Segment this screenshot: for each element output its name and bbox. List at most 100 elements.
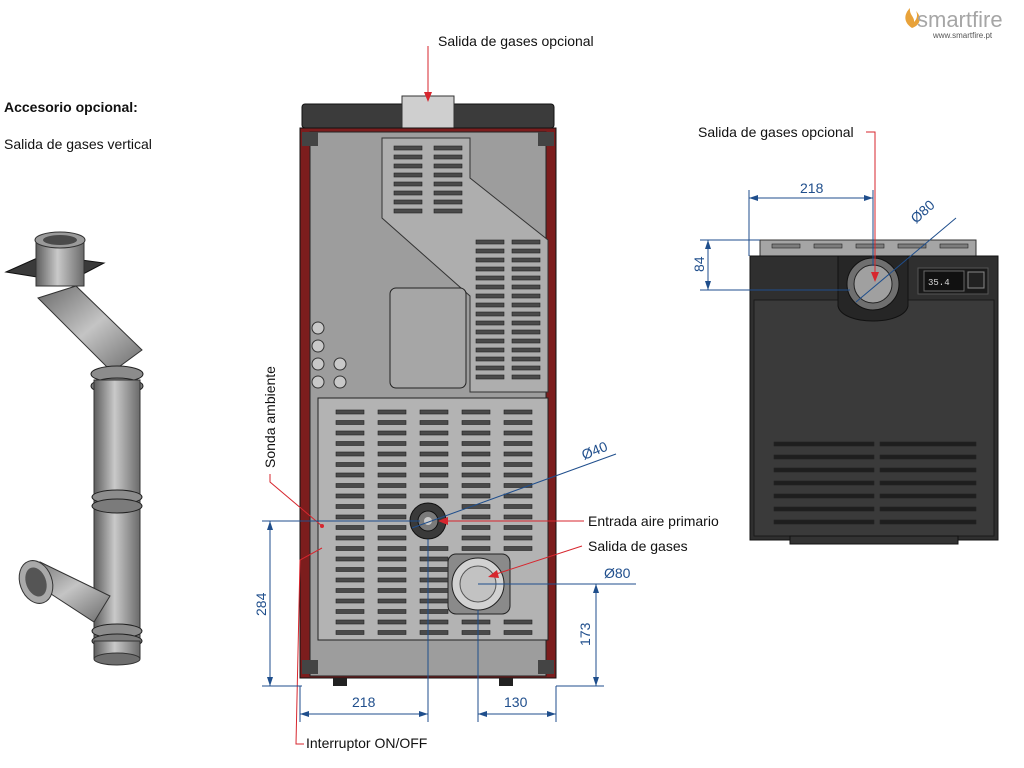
vent-slot bbox=[503, 619, 533, 625]
vent-slot bbox=[419, 430, 449, 436]
vent-slot bbox=[335, 630, 365, 635]
vent-slot bbox=[377, 556, 407, 562]
vent-slots bbox=[335, 145, 541, 635]
vent-slot bbox=[461, 514, 491, 520]
vent-slot bbox=[335, 525, 365, 530]
vent-slot bbox=[511, 239, 541, 245]
vent-slot bbox=[377, 441, 407, 446]
label-optional-outlet: Salida de gases opcional bbox=[698, 124, 854, 140]
vent-slot bbox=[433, 199, 463, 205]
vent-slot bbox=[419, 472, 449, 478]
vent-slot bbox=[419, 420, 449, 425]
vent-slot bbox=[377, 409, 407, 415]
vent-slot bbox=[377, 514, 407, 520]
vent-slot bbox=[503, 514, 533, 520]
vent-slot bbox=[813, 243, 843, 249]
vent-slot bbox=[393, 154, 423, 160]
vent-slot bbox=[377, 619, 407, 625]
vent-slot bbox=[879, 441, 977, 447]
vent-slot bbox=[377, 493, 407, 499]
vent-slot bbox=[511, 329, 541, 335]
vent-slot bbox=[377, 451, 407, 457]
vent-slot bbox=[335, 514, 365, 520]
dim-air-diameter: Ø40 bbox=[579, 438, 610, 463]
vent-slot bbox=[335, 451, 365, 457]
dim-top-width: 218 bbox=[800, 180, 824, 196]
vent-slot bbox=[433, 172, 463, 178]
vent-slot bbox=[511, 302, 541, 308]
accessory-heading: Accesorio opcional: bbox=[4, 99, 138, 115]
vent-slot bbox=[335, 588, 365, 593]
vent-slot bbox=[335, 493, 365, 499]
vent-slot bbox=[335, 535, 365, 541]
vent-slot bbox=[335, 483, 365, 488]
vent-slot bbox=[335, 462, 365, 467]
vent-slot bbox=[433, 181, 463, 187]
vent-slot bbox=[335, 609, 365, 614]
vent-slot bbox=[377, 535, 407, 541]
vent-slot bbox=[503, 462, 533, 467]
vent-slot bbox=[419, 546, 449, 551]
vent-slot bbox=[377, 577, 407, 583]
vent-slot bbox=[377, 420, 407, 425]
vent-slot bbox=[461, 472, 491, 478]
vent-slot bbox=[879, 493, 977, 499]
vent-slot bbox=[855, 243, 885, 249]
vent-slot bbox=[475, 320, 505, 326]
vent-slot bbox=[897, 243, 927, 249]
vent-slot bbox=[433, 154, 463, 160]
vent-slot bbox=[475, 257, 505, 263]
vent-slot bbox=[461, 546, 491, 551]
vent-slot bbox=[773, 467, 875, 473]
vent-slot bbox=[461, 525, 491, 530]
dim-height-air: 284 bbox=[253, 592, 269, 616]
dim-height-outlet: 173 bbox=[577, 622, 593, 646]
dim-top-depth: 84 bbox=[691, 256, 707, 272]
vent-slot bbox=[419, 409, 449, 415]
vent-slot bbox=[335, 556, 365, 562]
vent-slot bbox=[879, 467, 977, 473]
vent-slot bbox=[377, 525, 407, 530]
vent-slot bbox=[879, 519, 977, 525]
vent-slot bbox=[335, 567, 365, 572]
vent-slot bbox=[475, 311, 505, 317]
vent-slot bbox=[511, 347, 541, 353]
vent-slot bbox=[433, 208, 463, 214]
label-gas-outlet: Salida de gases bbox=[588, 538, 688, 554]
vent-slot bbox=[377, 588, 407, 593]
vent-slot bbox=[335, 441, 365, 446]
label-primary-air: Entrada aire primario bbox=[588, 513, 719, 529]
vent-slot bbox=[475, 266, 505, 272]
dim-top-diameter: Ø80 bbox=[907, 196, 938, 226]
vent-slot bbox=[503, 504, 533, 509]
vent-slot bbox=[377, 430, 407, 436]
vent-slot bbox=[475, 365, 505, 371]
vent-slot bbox=[475, 239, 505, 245]
vent-slot bbox=[503, 472, 533, 478]
vent-slot bbox=[377, 567, 407, 572]
vent-slot bbox=[511, 275, 541, 281]
vent-slot bbox=[503, 451, 533, 457]
dim-width-right: 130 bbox=[504, 694, 528, 710]
vent-slot bbox=[503, 546, 533, 551]
svg-text:35.4: 35.4 bbox=[928, 278, 950, 288]
vent-slot bbox=[773, 454, 875, 460]
vent-slot bbox=[419, 619, 449, 625]
vent-slot bbox=[511, 266, 541, 272]
vent-slot bbox=[377, 630, 407, 635]
vent-slot bbox=[335, 472, 365, 478]
flame-icon bbox=[905, 8, 920, 28]
vent-slot bbox=[393, 190, 423, 196]
vent-slot bbox=[511, 284, 541, 290]
vent-slot bbox=[335, 409, 365, 415]
vent-slot bbox=[335, 420, 365, 425]
vent-slot bbox=[773, 506, 875, 512]
vent-slot bbox=[335, 430, 365, 436]
vent-slot bbox=[475, 347, 505, 353]
vent-slot bbox=[939, 243, 969, 249]
vent-slot bbox=[461, 493, 491, 499]
vent-slot bbox=[879, 506, 977, 512]
vent-slot bbox=[503, 630, 533, 635]
vent-slot bbox=[503, 441, 533, 446]
